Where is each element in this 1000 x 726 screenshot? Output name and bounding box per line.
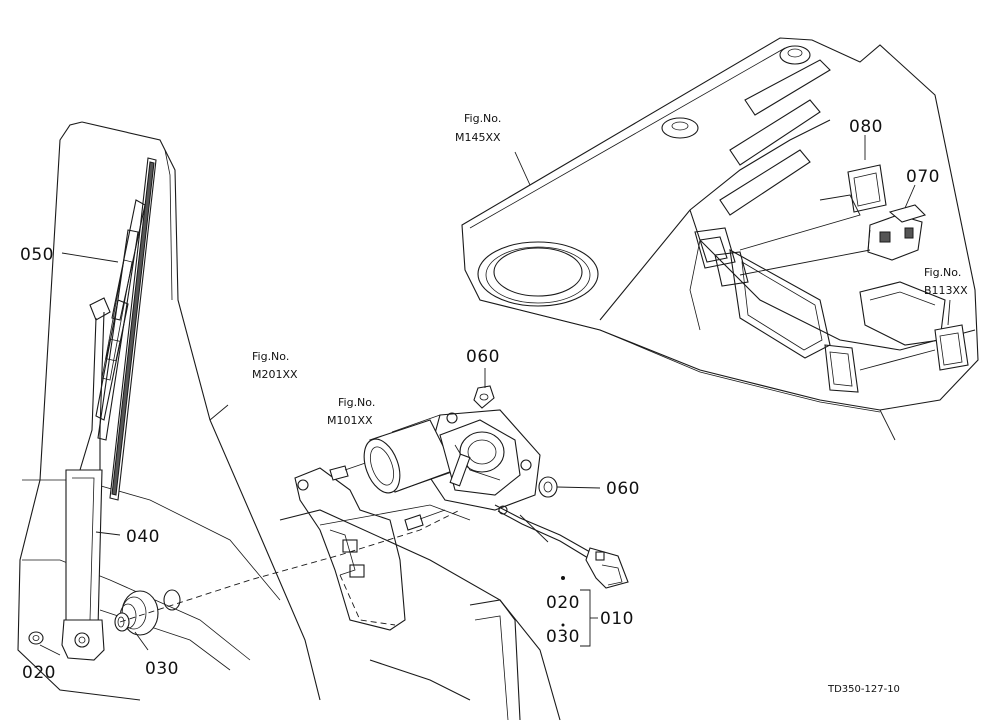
callout-020-right: 020 (546, 593, 580, 613)
callout-060-right: 060 (606, 479, 640, 499)
nut-060-right (538, 476, 558, 498)
callout-040: 040 (126, 527, 160, 547)
callout-020-left: 020 (22, 663, 56, 683)
callout-080: 080 (849, 117, 883, 137)
drawing-code: TD350-127-10 (827, 684, 900, 695)
callout-050: 050 (20, 245, 54, 265)
nut-060-top (473, 385, 495, 409)
fig-ref-m145-line2: M145XX (455, 131, 501, 144)
boot-cap-030 (114, 589, 181, 636)
callout-dot-middle (561, 623, 565, 627)
switch-070 (867, 204, 927, 261)
assembly-dashed-line (119, 509, 461, 623)
fig-ref-m101-line1: Fig.No. (338, 396, 375, 409)
fig-ref-m101-line2: M101XX (327, 414, 373, 427)
cab-pillar-frame (17, 121, 561, 721)
blank-plate (934, 324, 969, 371)
fig-ref-m201-line1: Fig.No. (252, 350, 289, 363)
fig-ref-m145-line1: Fig.No. (464, 112, 501, 125)
motor-bracket (294, 467, 471, 631)
wiper-motor (363, 409, 629, 589)
callout-060-top: 060 (466, 347, 500, 367)
callout-030-right: 030 (546, 627, 580, 647)
callout-070: 070 (906, 167, 940, 187)
fig-ref-m201-line2: M201XX (252, 368, 298, 381)
callout-leaders (39, 135, 951, 656)
roof-panel (461, 37, 979, 413)
nut-020-left (28, 631, 44, 645)
fig-ref-b113-line2: B113XX (924, 284, 968, 297)
callout-dot-upper (561, 576, 565, 580)
callout-010: 010 (600, 609, 634, 629)
callout-030-left: 030 (145, 659, 179, 679)
wiper-arm (61, 297, 111, 661)
bezel-080 (847, 164, 887, 213)
wiper-blade (95, 157, 157, 501)
leader-lines (739, 194, 936, 441)
bracket-bolts (329, 457, 446, 531)
fig-ref-b113-line1: Fig.No. (924, 266, 961, 279)
